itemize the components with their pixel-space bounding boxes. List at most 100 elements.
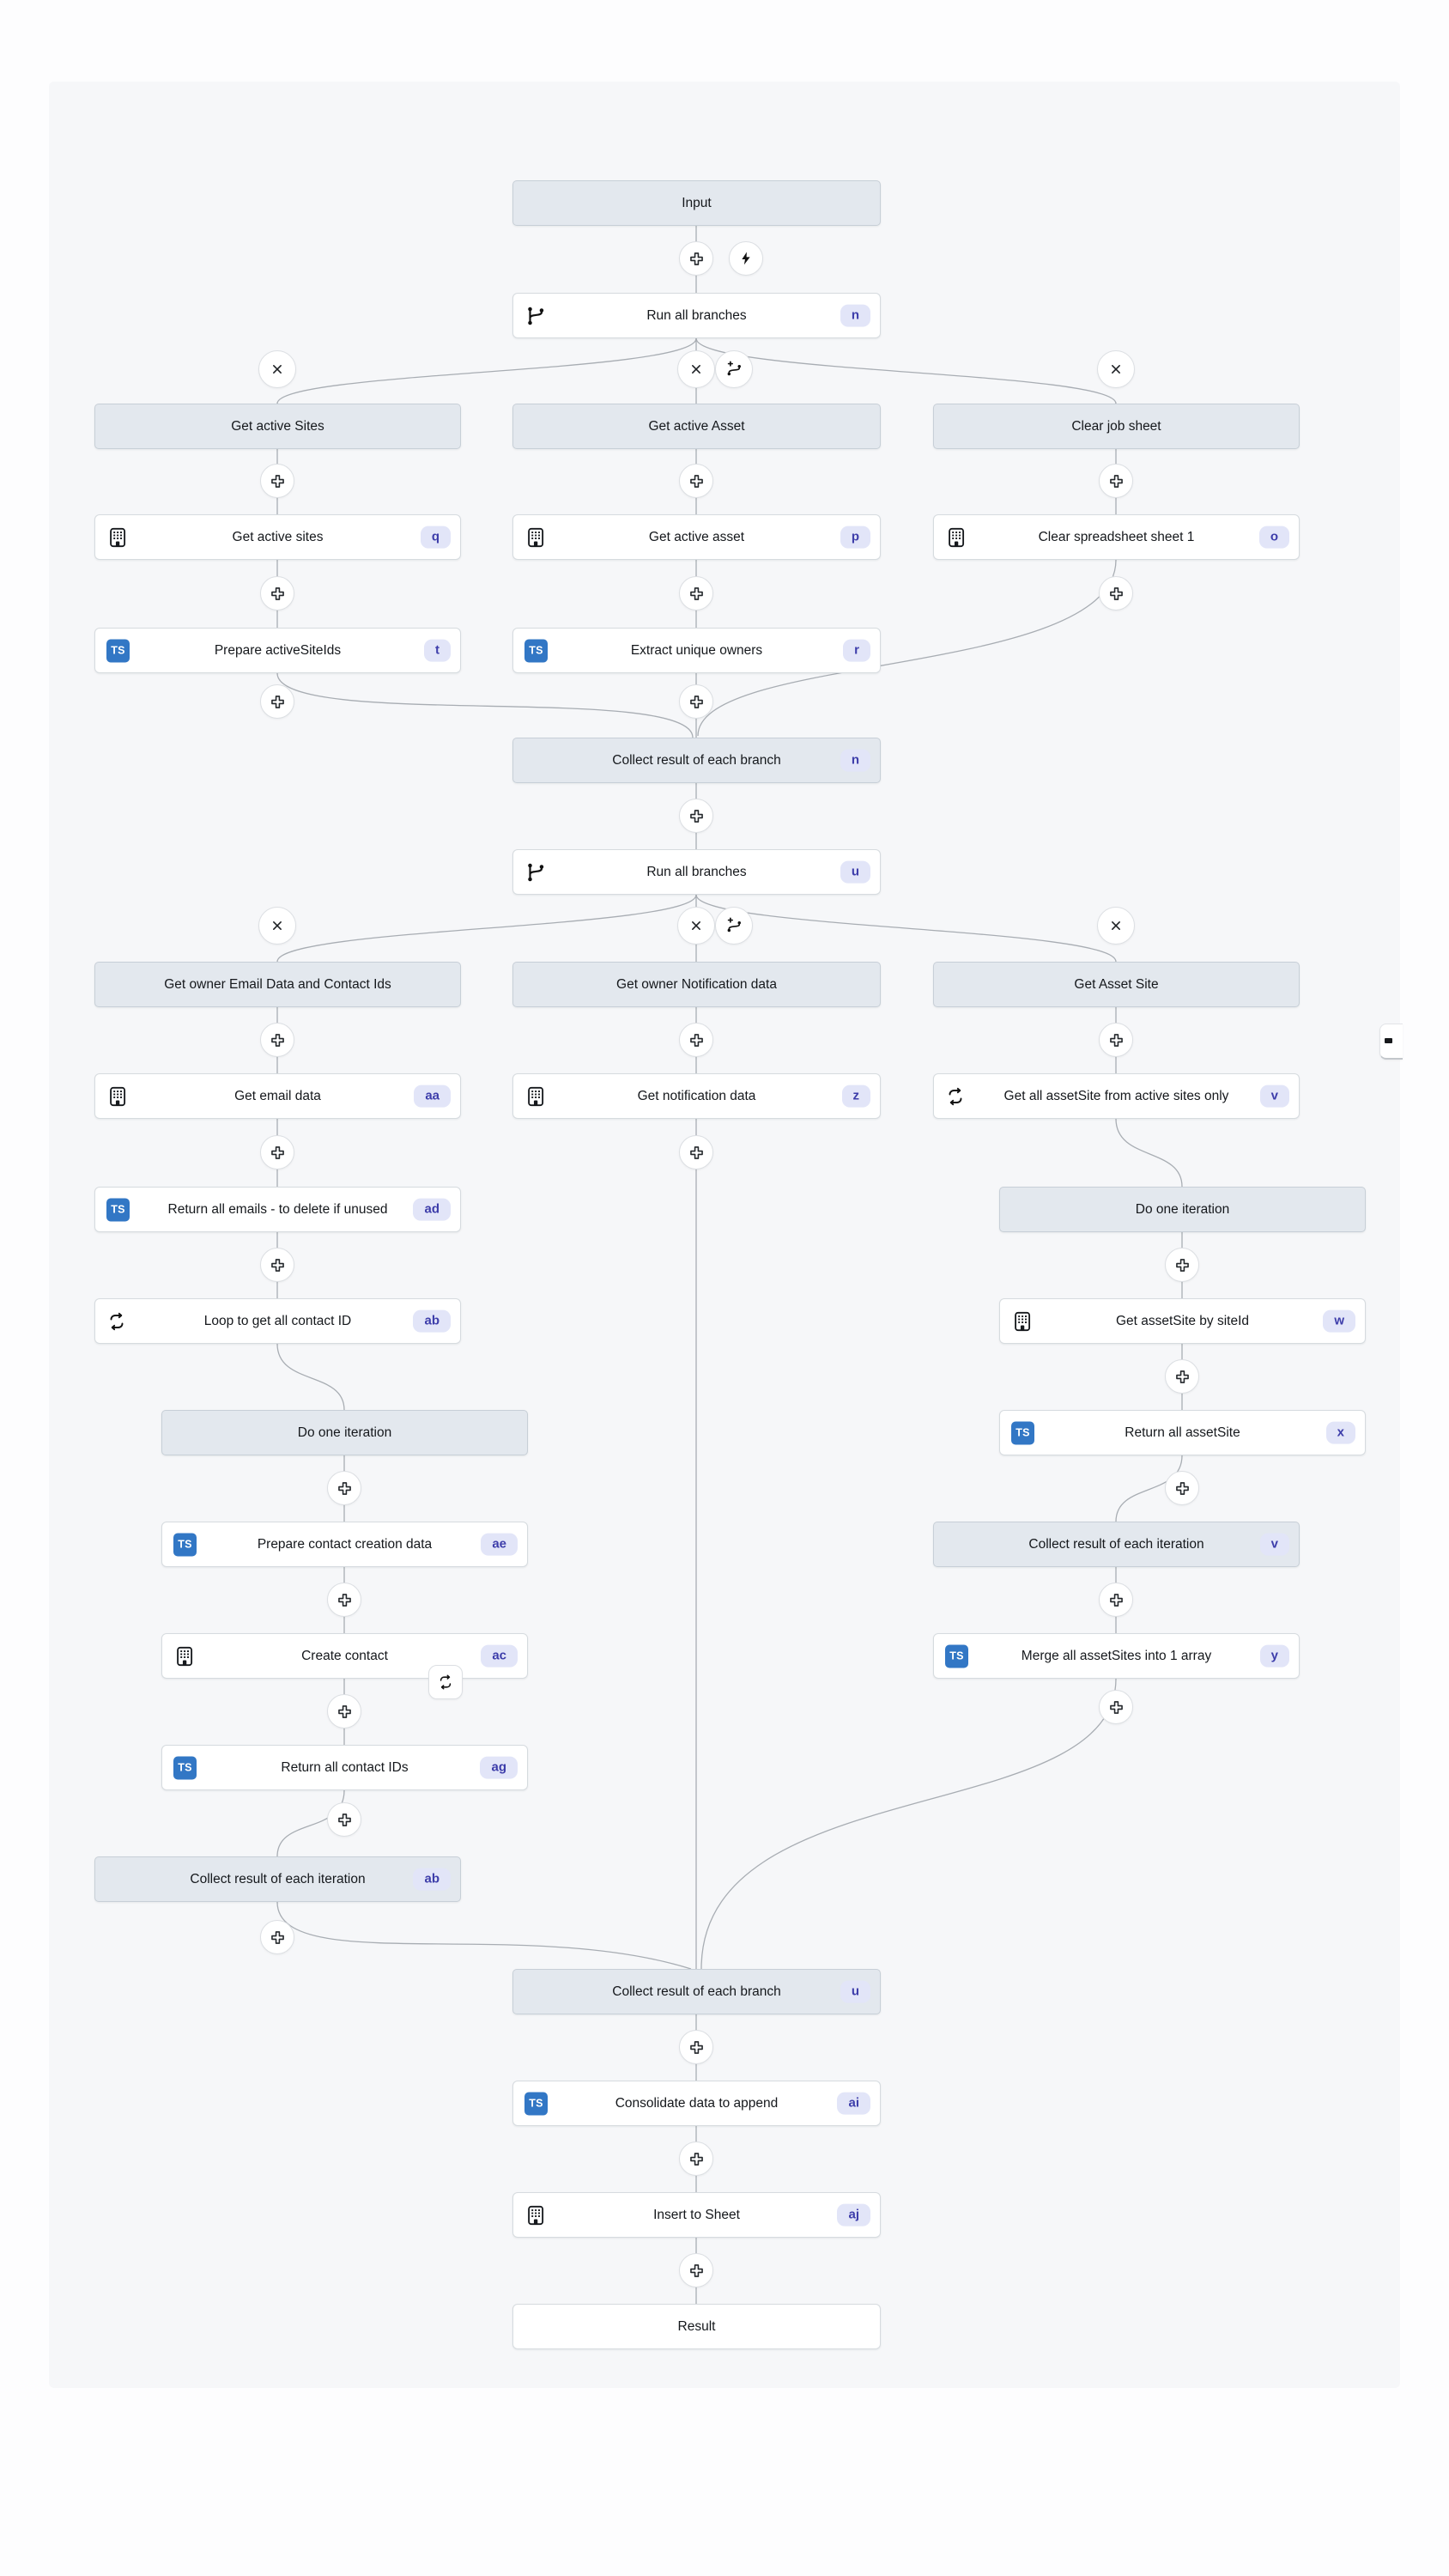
add-step-button[interactable]	[679, 464, 713, 498]
node-ref-badge: t	[424, 639, 451, 662]
node-label: Merge all assetSites into 1 array	[1021, 1648, 1212, 1663]
plus-icon	[269, 693, 287, 711]
add-step-button[interactable]	[679, 576, 713, 611]
add-step-button[interactable]	[1099, 1583, 1133, 1617]
remove-branch-button[interactable]	[258, 907, 296, 945]
minimized-panel-handle[interactable]	[1379, 1024, 1403, 1060]
branch-header-get-owner-email[interactable]: Get owner Email Data and Contact Ids	[94, 962, 461, 1007]
add-step-button[interactable]	[1099, 464, 1133, 498]
remove-branch-icon	[688, 917, 705, 934]
add-step-button[interactable]	[1165, 1248, 1199, 1282]
plus-icon	[269, 1031, 287, 1049]
add-step-button[interactable]	[1099, 1690, 1133, 1724]
branch-header-get-asset-site[interactable]: Get Asset Site	[933, 962, 1300, 1007]
add-step-button[interactable]	[1165, 1359, 1199, 1394]
add-step-button[interactable]	[260, 1920, 294, 1954]
node-label: Get owner Email Data and Contact Ids	[164, 976, 391, 992]
branch-header-clear-job-sheet[interactable]: Clear job sheet	[933, 404, 1300, 449]
remove-branch-icon	[1107, 917, 1125, 934]
trigger-button[interactable]	[729, 241, 763, 276]
plus-icon	[688, 693, 706, 711]
add-step-button[interactable]	[1099, 1023, 1133, 1057]
node-label: Clear spreadsheet sheet 1	[1038, 529, 1195, 544]
node-label: Collect result of each iteration	[190, 1871, 366, 1886]
remove-branch-button[interactable]	[677, 350, 715, 388]
building-icon	[945, 526, 967, 549]
plus-icon	[269, 1144, 287, 1162]
add-step-button[interactable]	[1099, 576, 1133, 611]
add-step-button[interactable]	[260, 684, 294, 719]
retry-loop-icon	[437, 1674, 454, 1691]
remove-branch-button[interactable]	[258, 350, 296, 388]
add-step-button[interactable]	[260, 1135, 294, 1170]
add-step-button[interactable]	[679, 1135, 713, 1170]
add-step-button[interactable]	[260, 1248, 294, 1282]
add-step-button[interactable]	[327, 1802, 361, 1837]
add-step-button[interactable]	[679, 799, 713, 833]
add-step-button[interactable]	[327, 1583, 361, 1617]
node-get-all-assetsite[interactable]: Get all assetSite from active sites only…	[933, 1073, 1300, 1119]
add-step-button[interactable]	[679, 2253, 713, 2287]
add-branch-button[interactable]	[715, 907, 753, 945]
add-step-button[interactable]	[327, 1694, 361, 1728]
add-branch-icon	[724, 916, 743, 935]
add-branch-button[interactable]	[715, 350, 753, 388]
add-step-button[interactable]	[679, 2030, 713, 2064]
add-step-button[interactable]	[260, 464, 294, 498]
branch-header-get-active-asset[interactable]: Get active Asset	[512, 404, 881, 449]
add-step-button[interactable]	[327, 1471, 361, 1505]
node-ref-badge: ac	[481, 1644, 518, 1668]
branch-header-get-owner-notification[interactable]: Get owner Notification data	[512, 962, 881, 1007]
node-label: Get assetSite by siteId	[1115, 1313, 1250, 1328]
remove-branch-button[interactable]	[677, 907, 715, 945]
node-result[interactable]: Result	[512, 2304, 881, 2349]
add-step-button[interactable]	[679, 684, 713, 719]
node-input[interactable]: Input	[512, 180, 881, 226]
node-label: Get owner Notification data	[616, 976, 777, 992]
branch-header-get-active-sites[interactable]: Get active Sites	[94, 404, 461, 449]
group-header-do-one-iteration-right[interactable]: Do one iteration	[999, 1187, 1366, 1232]
retry-loop-badge[interactable]	[428, 1665, 463, 1699]
add-step-button[interactable]	[1165, 1471, 1199, 1505]
remove-branch-button[interactable]	[1097, 907, 1135, 945]
add-step-button[interactable]	[260, 576, 294, 611]
add-step-button[interactable]	[679, 241, 713, 276]
node-ref-badge: aj	[837, 2203, 870, 2227]
node-label: Return all emails - to delete if unused	[167, 1201, 388, 1217]
node-label: Extract unique owners	[630, 642, 763, 658]
group-header-do-one-iteration-left[interactable]: Do one iteration	[161, 1410, 528, 1455]
add-step-button[interactable]	[679, 2142, 713, 2176]
node-label: Collect result of each iteration	[1028, 1536, 1204, 1552]
ts-icon: TS	[1011, 1421, 1034, 1444]
add-step-button[interactable]	[679, 1023, 713, 1057]
plus-icon	[336, 1811, 354, 1829]
remove-branch-button[interactable]	[1097, 350, 1135, 388]
ts-icon: TS	[173, 1533, 197, 1556]
remove-branch-icon	[269, 361, 286, 378]
add-step-button[interactable]	[260, 1023, 294, 1057]
